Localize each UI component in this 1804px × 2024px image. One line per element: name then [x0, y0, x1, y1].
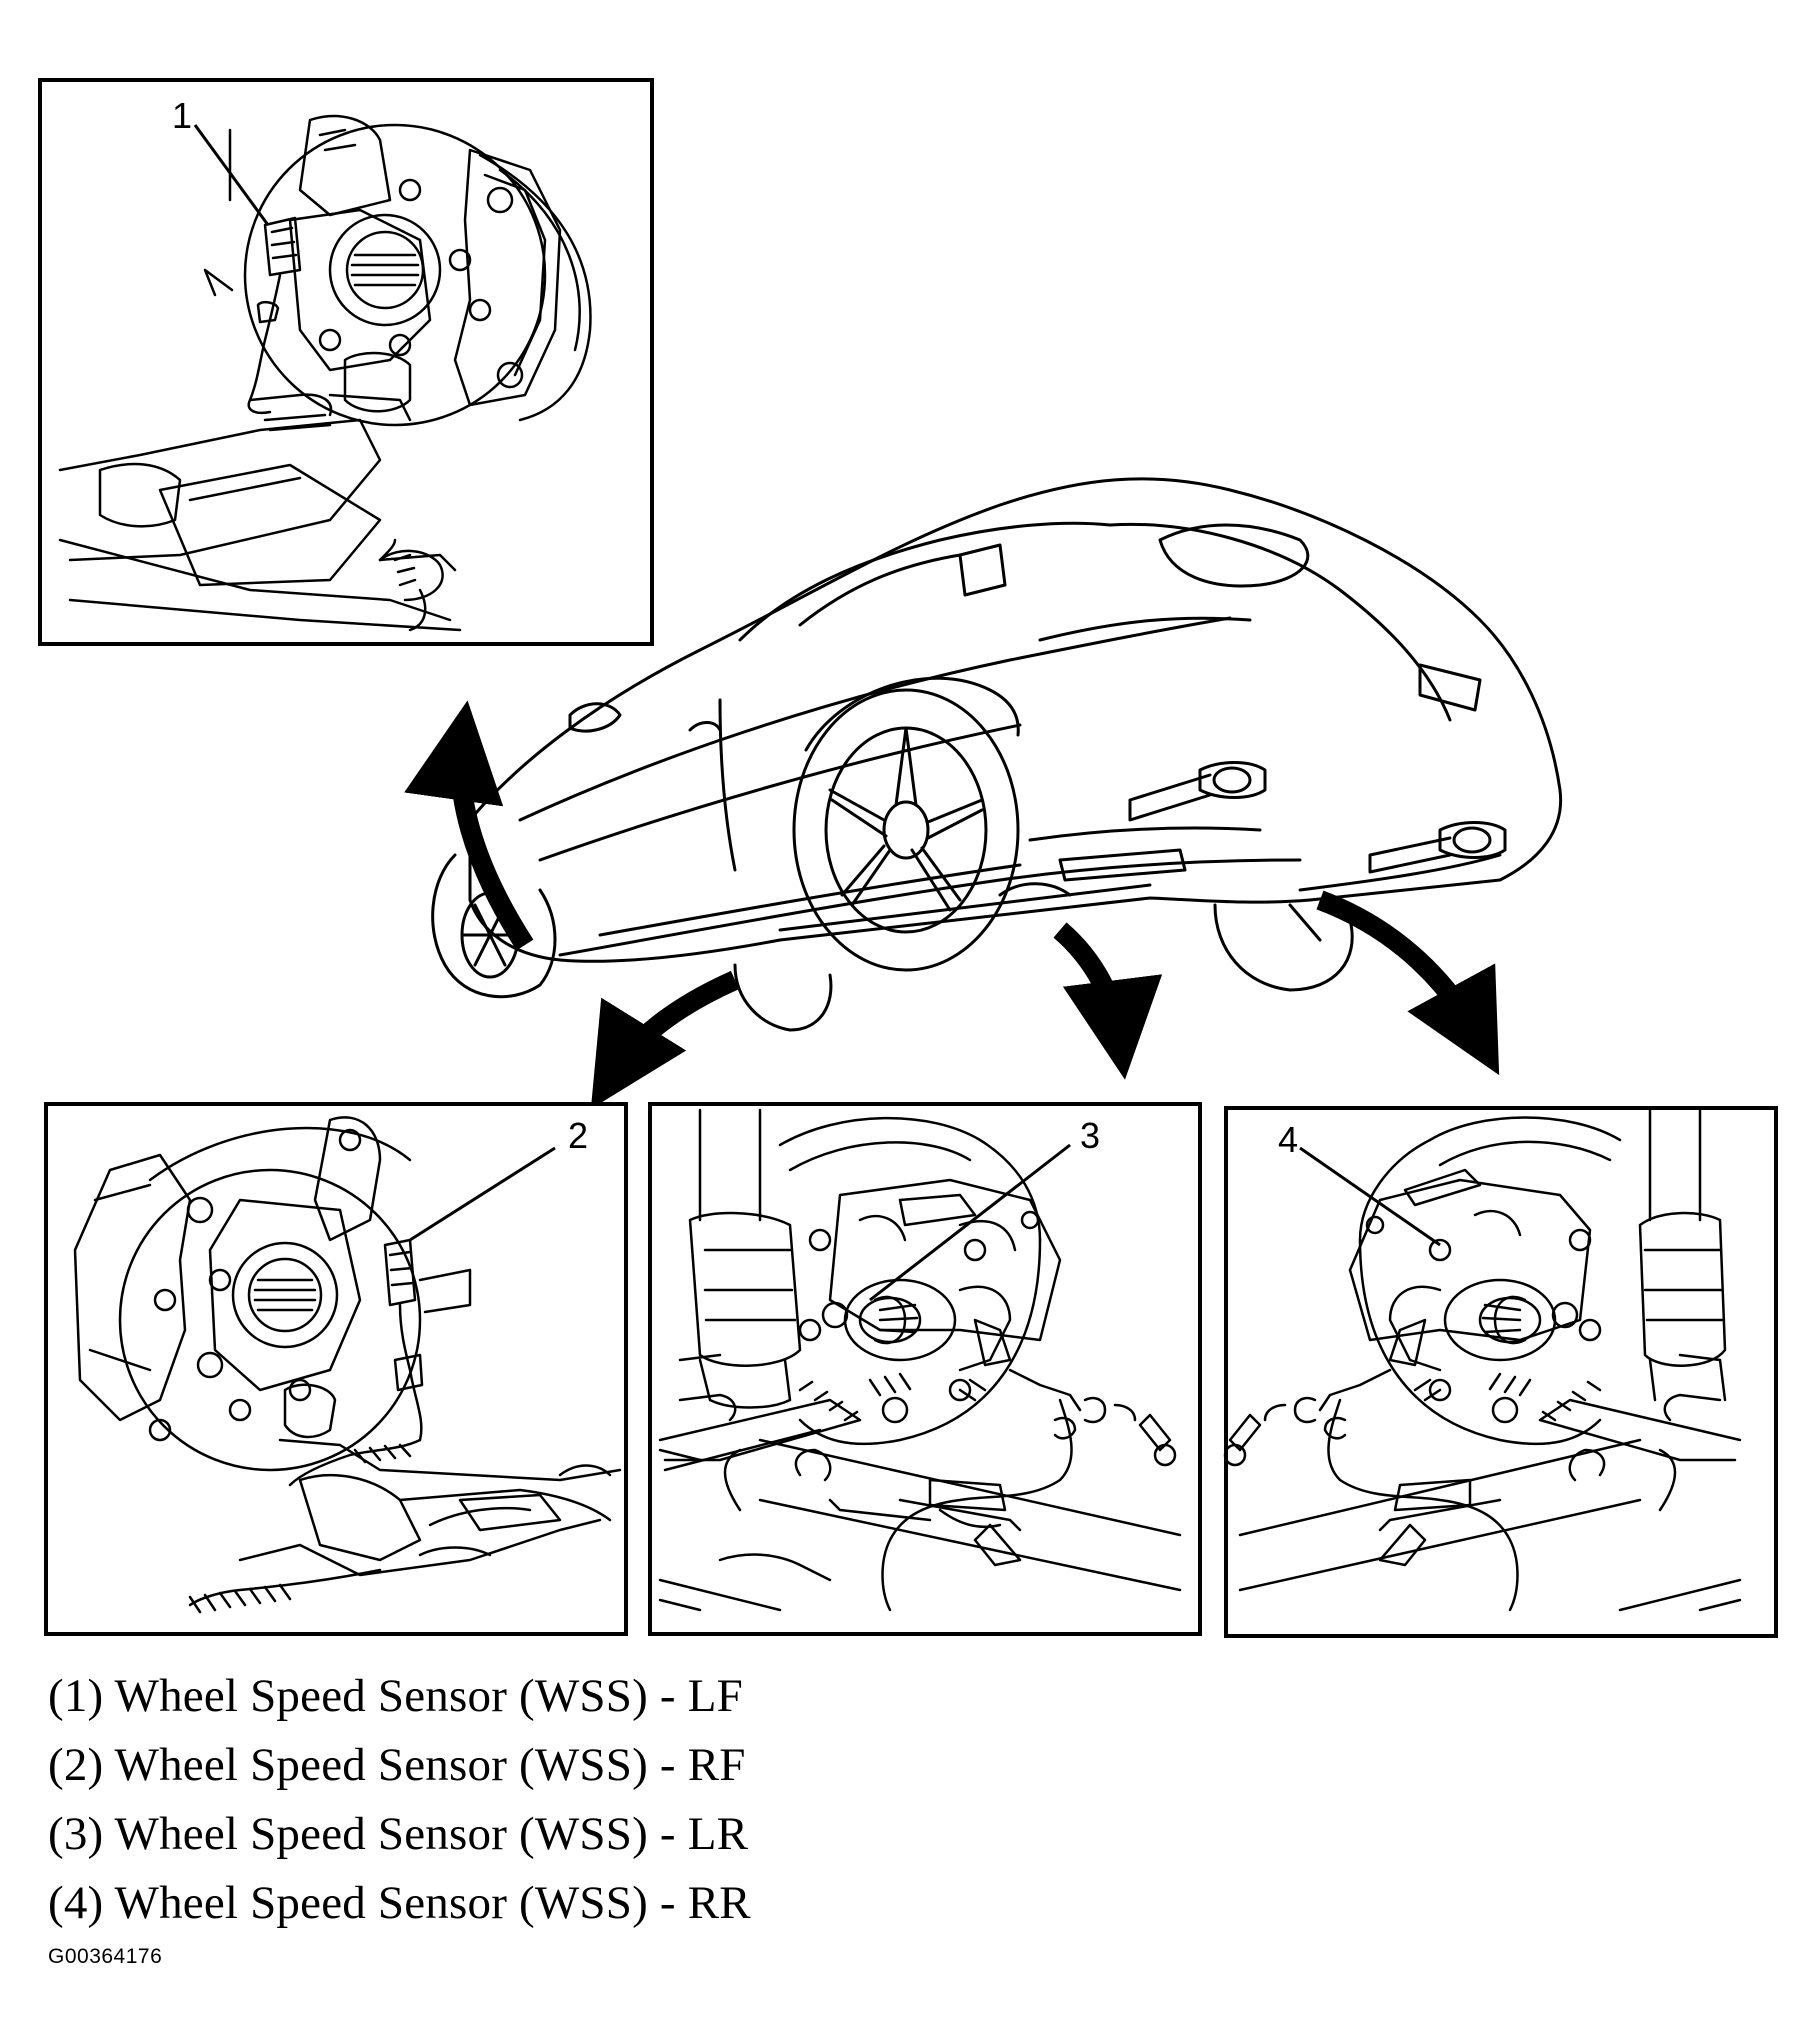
figure-id: G00364176: [48, 1945, 163, 1968]
legend-item: (2) Wheel Speed Sensor (WSS) - RF: [48, 1739, 746, 1791]
callout-2: 2: [568, 1115, 588, 1156]
inset-panel-rf: 2: [44, 1102, 628, 1636]
arrow-to-lf: [404, 700, 534, 951]
arrow-to-rr: [1316, 890, 1500, 1076]
inset-panel-lf: 1: [38, 78, 654, 646]
callout-4: 4: [1278, 1119, 1298, 1160]
legend: (1) Wheel Speed Sensor (WSS) - LF (2) Wh…: [48, 1662, 948, 1938]
legend-item: (1) Wheel Speed Sensor (WSS) - LF: [48, 1670, 743, 1722]
vehicle-illustration: [431, 477, 1563, 1032]
pointer-arrows: [404, 700, 1500, 1109]
callout-3: 3: [1080, 1115, 1100, 1156]
callout-1: 1: [172, 95, 192, 136]
legend-item: (4) Wheel Speed Sensor (WSS) - RR: [48, 1877, 751, 1929]
arrow-to-rf: [590, 970, 740, 1109]
legend-item: (3) Wheel Speed Sensor (WSS) - LR: [48, 1808, 749, 1860]
inset-panel-rr: 4: [1223, 1106, 1778, 1638]
arrow-to-lr: [1053, 922, 1163, 1080]
inset-panel-lr: 3: [648, 1102, 1202, 1636]
